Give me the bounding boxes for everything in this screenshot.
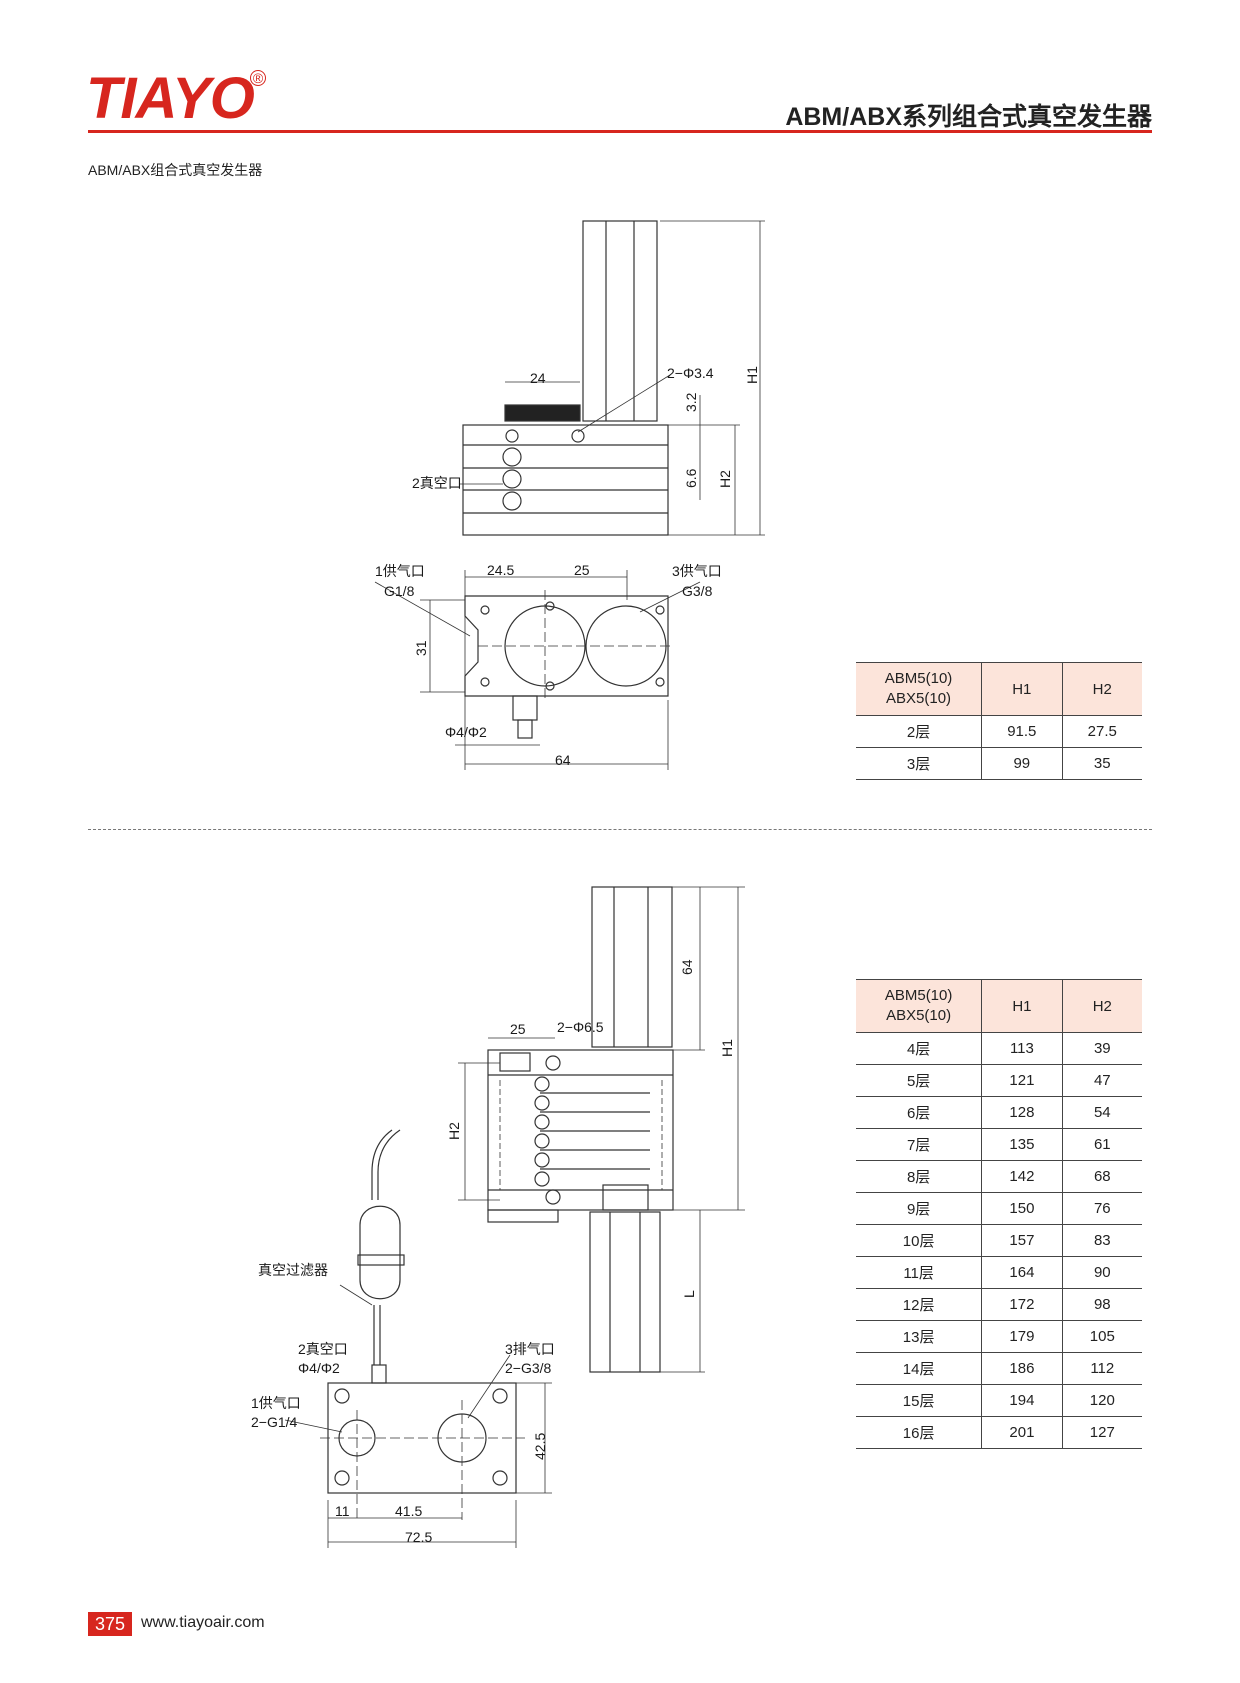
d1-supply3-port-label: 3供气口 [672,563,722,579]
t2-h2-header: H2 [1061,979,1142,1033]
d1-dim-31: 31 [413,640,429,656]
d1-hole-label: 2−Φ3.4 [667,365,714,381]
d1-dim-25: 25 [574,562,590,578]
drawing2-side-view [458,886,745,1373]
d1-h1-label: H1 [744,366,760,384]
d2-supply-port-label: 1供气口 [251,1395,301,1411]
d1-dim-24-5: 24.5 [487,562,515,578]
registered-mark: ® [250,70,266,86]
d1-supply-thread: G1/8 [384,583,415,599]
d2-dim-11: 11 [335,1503,350,1519]
spec-table-1: ABM5(10) ABX5(10) H1 H2 2层 91.5 27.5 3层 … [856,662,1142,780]
d2-vacuum-tube-label: Φ4/Φ2 [298,1360,340,1376]
t1-model-header: ABM5(10) ABX5(10) [856,662,982,716]
d2-l-label: L [681,1290,697,1298]
d1-supply-port-label: 1供气口 [375,563,425,579]
d1-vacuum-port-label: 2真空口 [412,475,462,491]
section-subtitle: ABM/ABX组合式真空发生器 [88,162,263,178]
drawing1-top-view [374,570,701,770]
d2-dim-72-5: 72.5 [405,1529,433,1545]
table-row: 2层 91.5 27.5 [856,715,1142,748]
d2-exhaust-thread: 2−G3/8 [505,1360,552,1376]
d1-dim-24: 24 [530,370,546,386]
d2-vacuum-port-label: 2真空口 [298,1341,348,1357]
t1-h1-header: H1 [981,662,1063,716]
d1-h2-label: H2 [717,470,733,488]
footer-url[interactable]: www.tiayoair.com [141,1614,265,1631]
section-divider [88,829,1152,830]
d1-dim-3-2: 3.2 [683,392,699,412]
d2-dim-64: 64 [679,959,695,975]
d1-tube-label: Φ4/Φ2 [445,724,487,740]
drawing1-side-view [460,220,765,536]
page-number: 375 [88,1612,132,1636]
d2-dim-42-5: 42.5 [532,1432,548,1460]
d2-h1-label: H1 [719,1039,735,1057]
d2-exhaust-port-label: 3排气口 [505,1341,555,1357]
d2-dim-25: 25 [510,1021,526,1037]
d1-dim-6-6: 6.6 [683,468,699,488]
d2-filter-label: 真空过滤器 [258,1262,328,1278]
t1-h2-header: H2 [1061,662,1142,716]
page-title: ABM/ABX系列组合式真空发生器 [785,103,1152,131]
d2-hole-label: 2−Φ6.5 [557,1019,604,1035]
brand-logo: TIAYO [86,66,255,131]
d1-dim-64: 64 [555,752,571,768]
d2-supply-thread: 2−G1/4 [251,1414,298,1430]
d2-dim-41-5: 41.5 [395,1503,423,1519]
d2-h2-label: H2 [446,1122,462,1140]
d1-supply3-thread: G3/8 [682,583,713,599]
table-row: 3层 99 35 [856,747,1142,780]
drawing2-top-view [284,1354,552,1548]
t2-h1-header: H1 [981,979,1063,1033]
t2-model-header: ABM5(10) ABX5(10) [856,979,982,1033]
drawing2-vacuum-filter [339,1129,405,1384]
header-rule [88,130,1152,133]
